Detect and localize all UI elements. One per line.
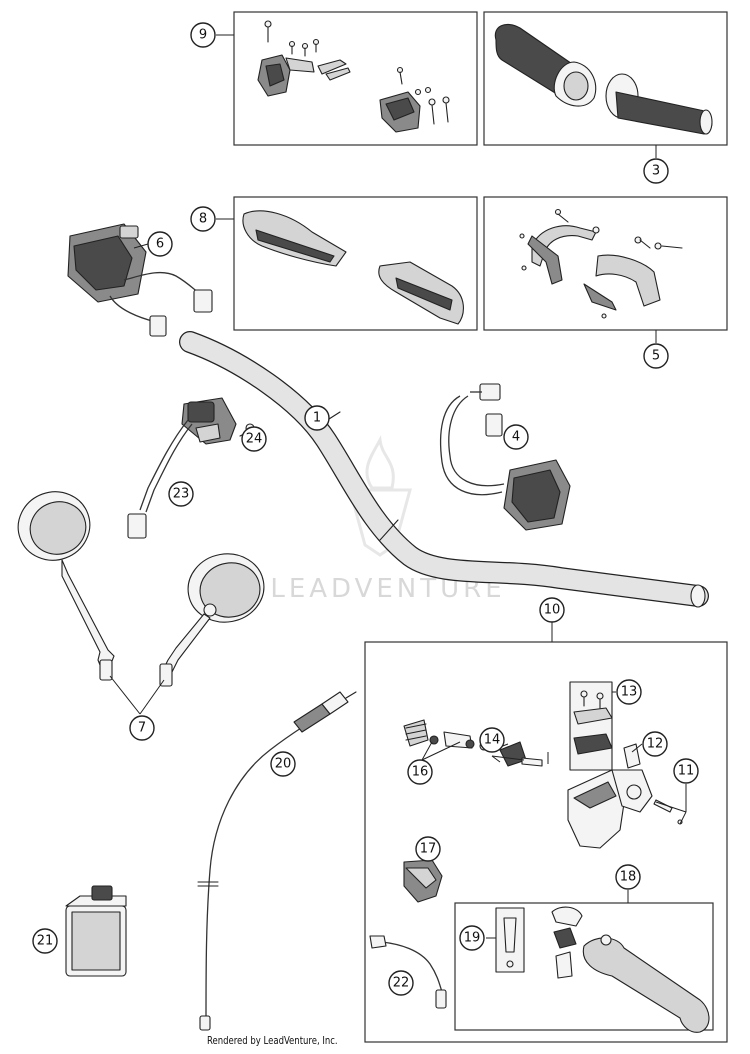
callout-9-label: 9 [199,28,207,43]
part-20-clutch-cable [197,691,357,1031]
part-6-left-switch [67,223,213,337]
callout-21: 21 [32,928,58,954]
part-4-right-switch [439,383,571,531]
callout-21-label: 21 [37,934,54,949]
box-item-3 [483,11,728,146]
callout-19-label: 19 [464,931,481,946]
callout-11: 11 [673,758,699,784]
callout-9: 9 [190,22,216,48]
callout-20: 20 [270,751,296,777]
callout-19: 19 [459,925,485,951]
part-18-brake-lever [551,906,710,1033]
footer-credit: Rendered by LeadVenture, Inc. [207,1034,338,1047]
callout-18-label: 18 [620,870,637,885]
callout-3-label: 3 [652,164,660,179]
box-item-9 [233,11,478,146]
box-item-8 [233,196,478,331]
callout-8-label: 8 [199,212,207,227]
callout-16-label: 16 [412,765,429,780]
part-7-mirrors [17,491,265,687]
callout-17-label: 17 [420,842,437,857]
callout-10-label: 10 [544,603,561,618]
callout-6: 6 [147,231,173,257]
part-16-piston-kit [403,719,489,751]
part-11-pin-set [653,799,683,825]
part-13-reservoir-cover [569,681,613,771]
callout-17: 17 [415,836,441,862]
callout-1: 1 [304,405,330,431]
callout-12: 12 [642,731,668,757]
callout-20-label: 20 [275,757,292,772]
part-1-handlebar [179,331,709,608]
callout-4-label: 4 [512,430,520,445]
part-23-kill-switch [127,397,237,539]
callout-14-label: 14 [484,733,501,748]
leader-lines [109,34,687,939]
callout-24-label: 24 [246,432,263,447]
part-17-clamp [403,859,443,903]
callout-13-label: 13 [621,685,638,700]
callout-3: 3 [643,158,669,184]
callout-13: 13 [616,679,642,705]
part-5-guard-brackets [519,208,683,319]
callout-1-label: 1 [313,411,321,426]
callout-10: 10 [539,597,565,623]
callout-22-label: 22 [393,976,410,991]
part-22-brake-switch [369,935,447,1009]
box-item-18 [454,902,714,1031]
part-12-sleeve [623,743,641,769]
callout-5-label: 5 [652,349,660,364]
part-9-clamp-set [257,20,450,133]
callout-24: 24 [241,426,267,452]
callout-11-label: 11 [678,764,695,779]
callout-4: 4 [503,424,529,450]
part-14-boot-kit [499,741,543,767]
callout-23: 23 [168,481,194,507]
part-8-hand-guards [242,210,464,325]
callout-22: 22 [388,970,414,996]
callout-23-label: 23 [173,487,190,502]
callout-8: 8 [190,206,216,232]
callout-18: 18 [615,864,641,890]
callout-7: 7 [129,715,155,741]
part-21-hydraulic-fluid-can [65,885,127,977]
callout-7-label: 7 [138,721,146,736]
part-3-grips [494,23,713,135]
part-19-pivot-bolt-set [495,907,525,973]
part-brake-master-cylinder [567,769,653,849]
callout-6-label: 6 [156,237,164,252]
box-item-5 [483,196,728,331]
box-item-10 [364,641,728,1043]
callout-16: 16 [407,759,433,785]
callout-14: 14 [479,727,505,753]
callout-12-label: 12 [647,737,664,752]
callout-5: 5 [643,343,669,369]
